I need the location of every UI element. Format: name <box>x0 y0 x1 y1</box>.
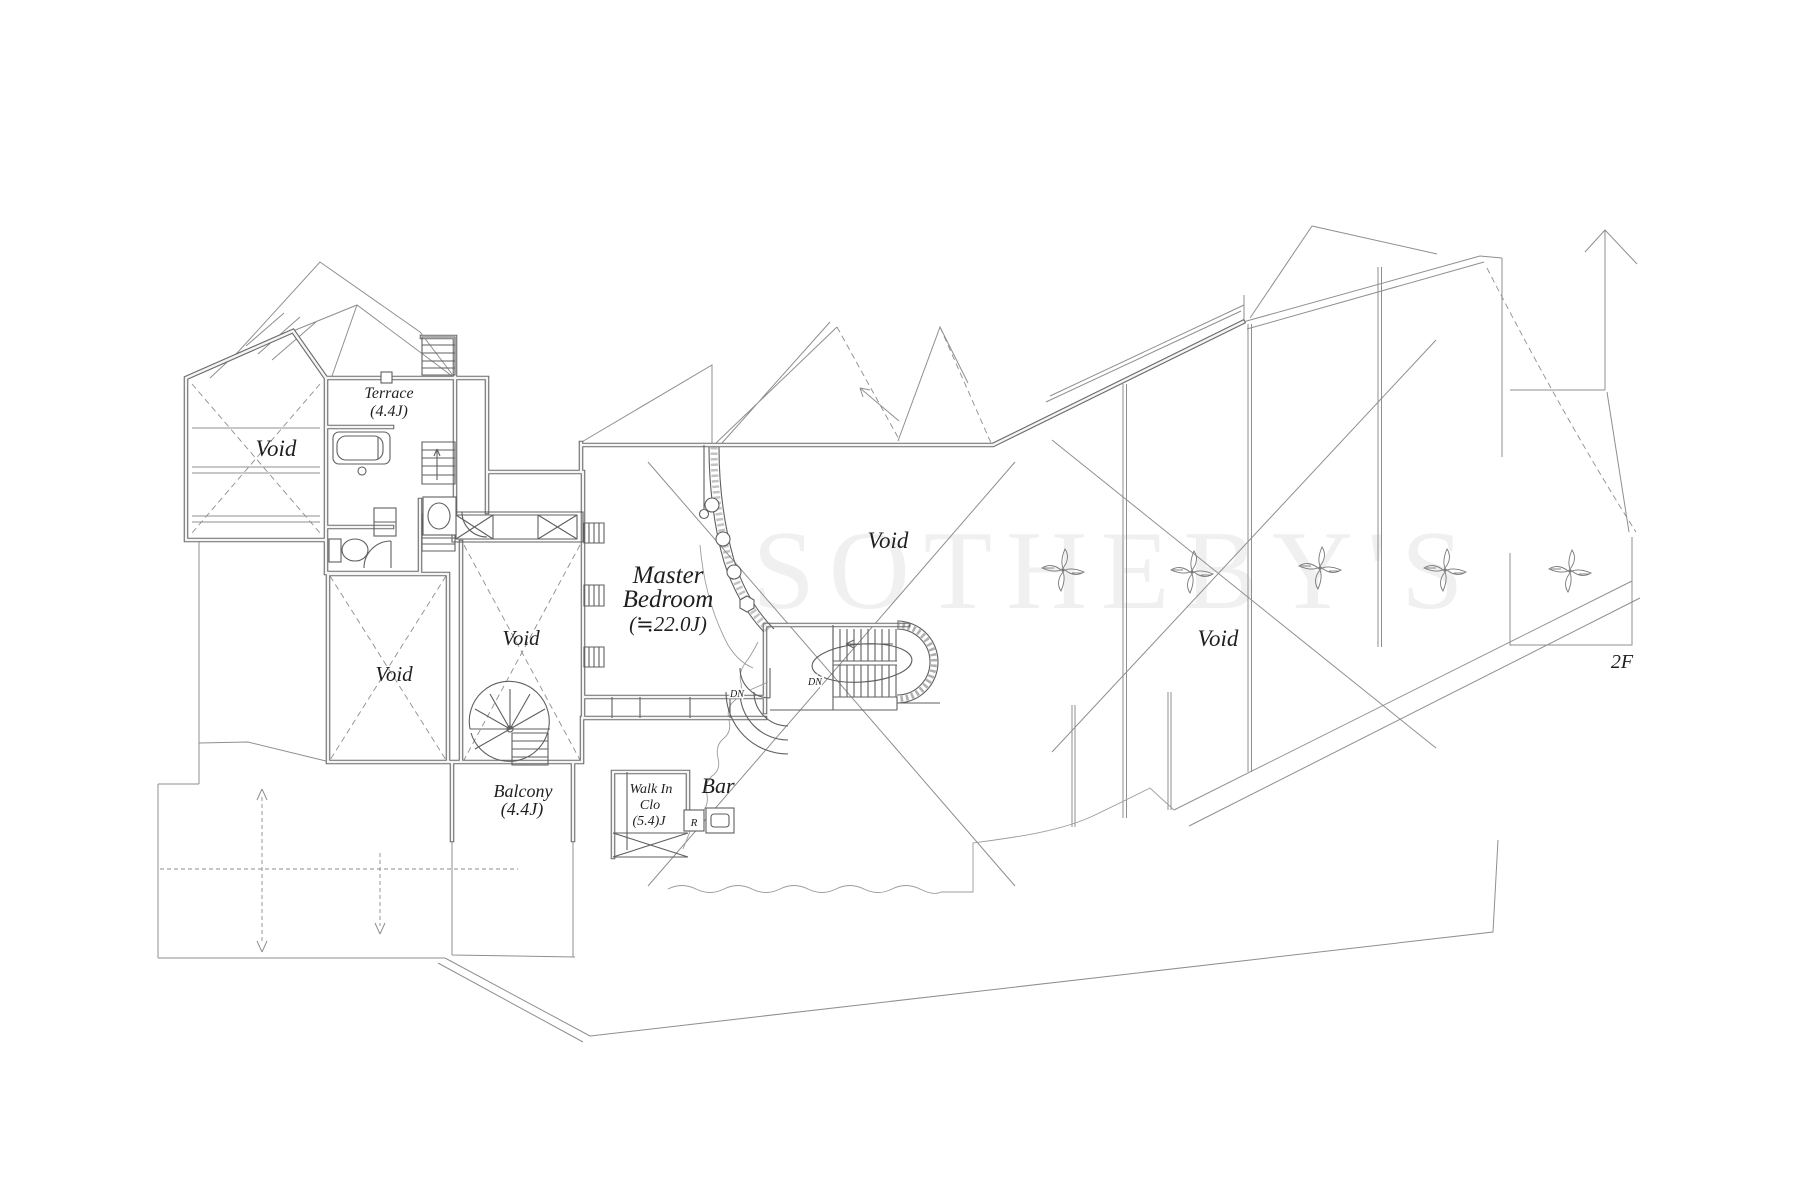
bar-label: Bar <box>702 773 735 798</box>
freeform-boundary <box>667 641 1175 894</box>
master-bedroom-label-3: (≒22.0J) <box>629 612 707 636</box>
refrigerator-label: R <box>690 817 698 829</box>
balcony-label: Balcony <box>494 781 553 801</box>
bathroom-door-arc <box>363 540 392 569</box>
void-label-pentagon: Void <box>256 436 297 461</box>
terrace-door-mark <box>380 371 393 384</box>
terrace-area-label: (4.4J) <box>370 403 408 420</box>
walk-in-closet-label-1: Walk In <box>630 782 673 797</box>
walk-in-closet-detail <box>612 772 689 858</box>
walls <box>183 318 1247 860</box>
floor-label: 2F <box>1611 651 1634 673</box>
slope-arrows <box>256 387 900 953</box>
vent-fan-icon <box>1548 549 1592 593</box>
catwalk-bridge <box>451 511 584 543</box>
site-dashed-lines <box>160 797 518 944</box>
bathtub-faucet <box>357 466 367 476</box>
toilet-tank <box>328 538 342 563</box>
corridor-door-arc <box>461 511 488 538</box>
void-label-main: Void <box>868 528 909 553</box>
bar-sink <box>710 813 730 828</box>
void-cross-marks <box>191 383 581 761</box>
roof-outline-lines <box>209 225 1641 887</box>
down-label-1: DN <box>729 689 745 700</box>
void-label-spiral: Void <box>502 626 540 650</box>
void-label-right: Void <box>1198 626 1239 651</box>
walk-in-closet-label-2: Clo <box>640 798 660 813</box>
bathtub <box>332 431 391 465</box>
labels: Void Terrace (4.4J) Void Void Master Bed… <box>256 385 1634 831</box>
u-stair <box>739 620 940 711</box>
master-bedroom-label-2: Bedroom <box>623 586 714 613</box>
site-outline <box>157 540 1499 1043</box>
bathroom-fixtures <box>328 431 488 569</box>
terrace-label: Terrace <box>364 385 413 402</box>
toilet-bowl <box>341 538 369 562</box>
hex-opening <box>739 595 755 613</box>
refrigerator-box <box>683 809 705 832</box>
walk-in-closet-label-3: (5.4)J <box>632 814 666 829</box>
vanity-sink <box>427 502 451 530</box>
window-hatches <box>583 522 605 668</box>
watermark-text: SOTHEBY'S <box>753 509 1478 633</box>
walkway-steps <box>611 697 731 718</box>
bar-area <box>683 691 789 834</box>
pentagon-deck-lines <box>192 427 320 523</box>
spiral-stair <box>468 680 550 766</box>
bar-sink-box <box>705 807 735 834</box>
dashed-roof-lines <box>836 267 1637 533</box>
balcony-area-label: (4.4J) <box>501 799 543 820</box>
stair-door-arc <box>739 667 771 699</box>
void-label-left: Void <box>375 662 413 686</box>
master-bedroom-label-1: Master <box>632 562 704 589</box>
curved-glass-wall <box>698 445 775 669</box>
down-label-2: DN <box>807 677 823 688</box>
